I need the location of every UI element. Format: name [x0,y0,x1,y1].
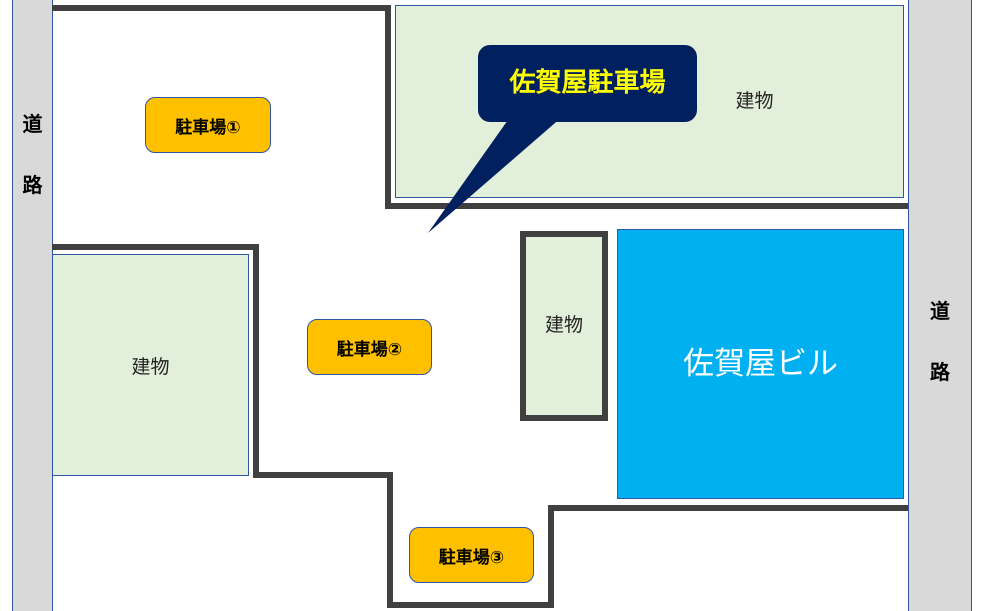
parking-lot-2: 駐車場② [307,319,432,375]
saga-ya-building: 佐賀屋ビル [617,229,904,499]
road-right: 道 路 [908,0,972,611]
parking-label: 駐車場③ [438,547,505,568]
road-label-char: 道 [22,112,43,136]
road-label-char: 路 [22,173,43,197]
building-label: 建物 [131,355,170,378]
road-label-char: 路 [930,360,950,384]
building-left: 建物 [52,254,249,476]
building-middle: 建物 [520,231,608,421]
building-label: 佐賀屋ビル [683,345,838,382]
parking-label: 駐車場② [336,339,403,360]
building-label: 建物 [544,313,583,336]
parking-lot-3: 駐車場③ [409,527,534,583]
boundary-line-bottom [52,244,908,608]
callout-label: 佐賀屋駐車場 [509,68,666,98]
boundary-line-top [52,5,908,209]
callout-tail [428,110,570,233]
building-label: 建物 [735,90,774,112]
callout-saga-ya-parking: 佐賀屋駐車場 [478,45,697,122]
parking-label: 駐車場① [175,117,241,138]
parking-lot-1: 駐車場① [145,97,271,153]
road-label-char: 道 [930,299,950,323]
